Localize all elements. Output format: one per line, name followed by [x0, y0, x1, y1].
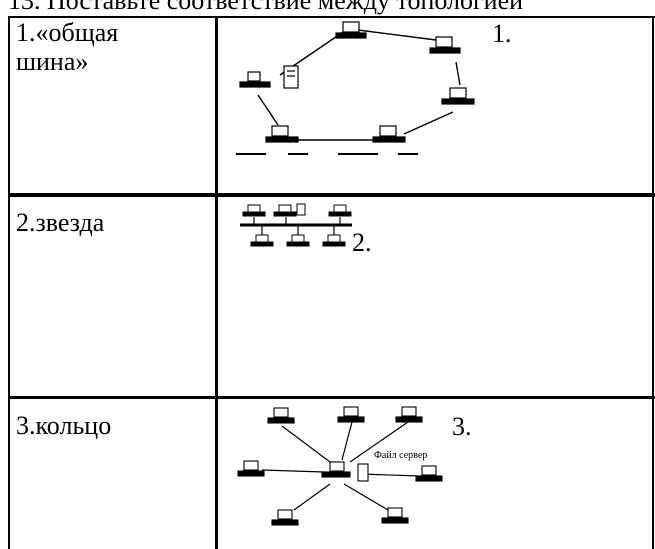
row2-label: 2.звезда [16, 208, 105, 237]
table-divider-vertical [215, 16, 218, 549]
row-divider-2 [8, 396, 655, 399]
question-heading: 13. Поставьте соответствие между тополог… [8, 0, 524, 15]
row2-number: 2. [352, 228, 372, 257]
row3-number: 3. [452, 412, 472, 441]
ring-topology-figure [228, 20, 493, 160]
row1-number: 1. [492, 19, 512, 48]
bus-topology-figure [240, 203, 355, 253]
table-border-top [8, 16, 655, 18]
row3-label: 3.кольцо [16, 411, 112, 440]
table-border-right [652, 16, 654, 549]
row-divider-1 [8, 193, 655, 197]
row1-label: 1.«общая шина» [16, 18, 119, 76]
workstation-icon [335, 21, 367, 39]
file-server-label: Файл сервер [374, 450, 427, 461]
table-border-left [8, 16, 10, 549]
star-topology-figure: Файл сервер [232, 404, 460, 532]
